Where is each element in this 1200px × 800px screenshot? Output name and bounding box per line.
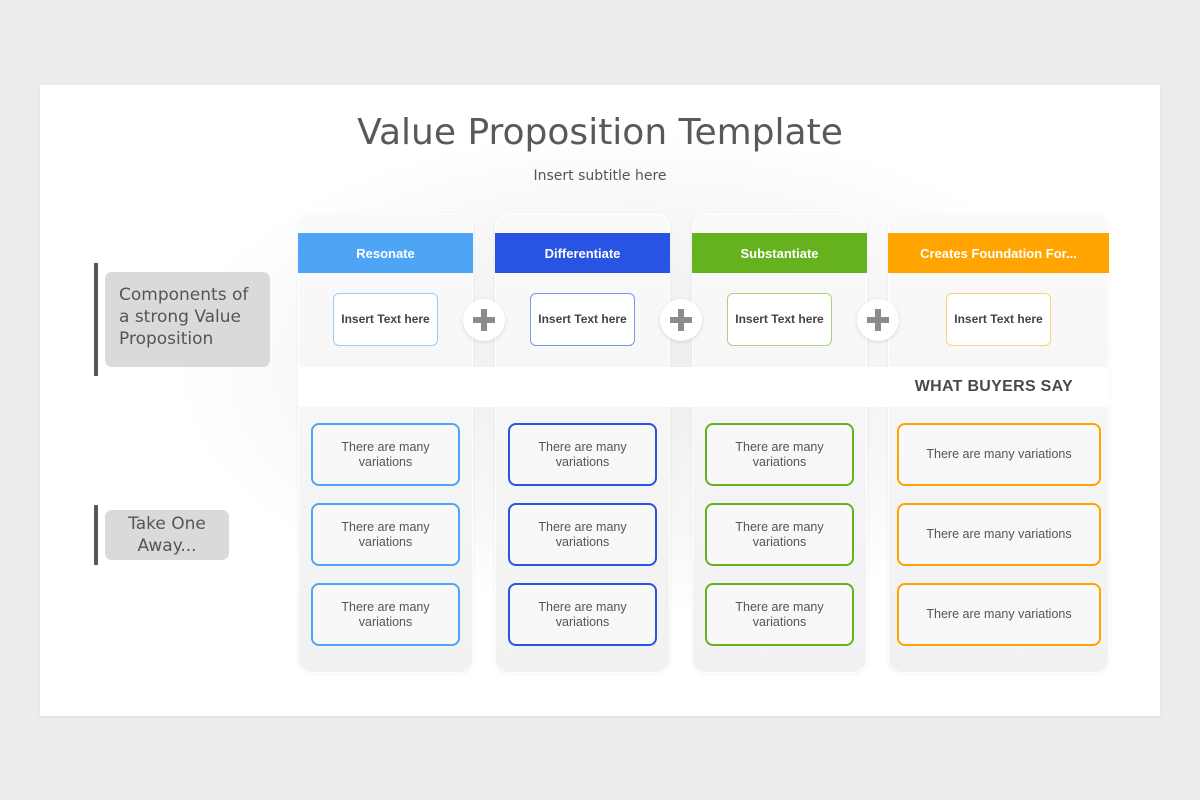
insert-text-box-substantiate[interactable]: Insert Text here	[727, 293, 832, 346]
insert-text-box-foundation[interactable]: Insert Text here	[946, 293, 1051, 346]
insert-text-box-differentiate[interactable]: Insert Text here	[530, 293, 635, 346]
variation-box-substantiate[interactable]: There are many variations	[705, 423, 854, 486]
variation-box-foundation[interactable]: There are many variations	[897, 423, 1101, 486]
plus-icon	[660, 299, 702, 341]
side-label-takeaway: Take One Away...	[94, 505, 229, 565]
variation-box-foundation[interactable]: There are many variations	[897, 583, 1101, 646]
side-label-takeaway-text: Take One Away...	[105, 510, 229, 560]
buyers-say-band: WHAT BUYERS SAY	[298, 367, 1108, 407]
side-label-components: Components of a strong Value Proposition	[94, 263, 270, 376]
variation-box-differentiate[interactable]: There are many variations	[508, 423, 657, 486]
column-header-differentiate: Differentiate	[495, 233, 670, 273]
column-header-substantiate: Substantiate	[692, 233, 867, 273]
variation-box-differentiate[interactable]: There are many variations	[508, 503, 657, 566]
buyers-say-label: WHAT BUYERS SAY	[914, 378, 1073, 395]
insert-text-box-resonate[interactable]: Insert Text here	[333, 293, 438, 346]
plus-icon	[857, 299, 899, 341]
column-header-foundation: Creates Foundation For...	[888, 233, 1109, 273]
variation-box-resonate[interactable]: There are many variations	[311, 583, 460, 646]
variation-box-substantiate[interactable]: There are many variations	[705, 503, 854, 566]
plus-icon	[463, 299, 505, 341]
variation-box-resonate[interactable]: There are many variations	[311, 423, 460, 486]
variation-box-foundation[interactable]: There are many variations	[897, 503, 1101, 566]
page-title: Value Proposition Template	[357, 112, 843, 153]
page-subtitle: Insert subtitle here	[533, 168, 667, 184]
side-label-components-text: Components of a strong Value Proposition	[105, 272, 270, 367]
column-header-resonate: Resonate	[298, 233, 473, 273]
variation-box-differentiate[interactable]: There are many variations	[508, 583, 657, 646]
variation-box-resonate[interactable]: There are many variations	[311, 503, 460, 566]
variation-box-substantiate[interactable]: There are many variations	[705, 583, 854, 646]
